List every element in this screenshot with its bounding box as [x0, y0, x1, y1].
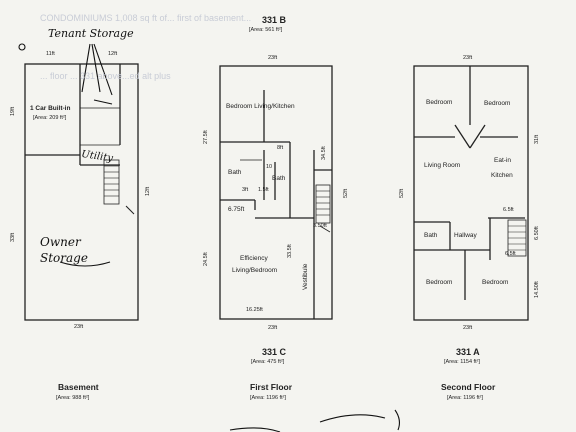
second-dim-top: 23ft — [463, 55, 473, 61]
room-hallway: Hallway — [454, 232, 477, 239]
unit-b-area: [Area: 561 ft²] — [249, 27, 283, 33]
first-floor-label: First Floor — [250, 382, 293, 392]
unit-a-area: [Area: 1154 ft²] — [444, 359, 480, 365]
unit-b-title: 331 B — [262, 15, 287, 25]
stair-dim-v: 33.5ft — [287, 244, 293, 258]
basement-dim-top-left: 11ft — [46, 51, 55, 57]
garage-label: 1 Car Built-in — [30, 105, 71, 112]
basement-dim-left-upper: 19ft — [10, 106, 16, 116]
room-bedroom-2: Bedroom — [484, 100, 511, 107]
room-bedroom-3: Bedroom — [426, 279, 453, 286]
first-floor-area: [Area: 1196 ft²] — [250, 395, 286, 401]
room-bedroom-1: Bedroom — [426, 99, 453, 106]
first-dim-bottom-inner: 16.25ft — [246, 307, 263, 313]
second-dim-right-mid: 6.50ft — [534, 226, 540, 240]
handwritten-storage: Storage — [40, 251, 88, 265]
rooms-bedroom-living: Bedroom Living/Kitchen — [226, 103, 295, 110]
second-dim-bottom: 23ft — [463, 325, 473, 331]
second-floor-area: [Area: 1196 ft²] — [447, 395, 483, 401]
bath-dim-right: 1.5ft — [258, 187, 269, 193]
efficiency-label: Efficiency — [240, 255, 268, 262]
handwritten-owner: Owner — [40, 235, 81, 249]
first-dim-left-upper: 27.5ft — [203, 130, 209, 144]
bath-num: 10 — [266, 164, 273, 170]
second-dim-left: 52ft — [399, 188, 405, 198]
efficiency-living-label: Living/Bedroom — [232, 267, 278, 274]
bath-2-label: Bath — [272, 175, 286, 182]
room-living: Living Room — [424, 162, 461, 169]
first-floor-outline — [219, 65, 333, 320]
vestibule-label: Vestibule — [302, 263, 309, 290]
unit-a-title: 331 A — [456, 347, 480, 357]
basement-outline — [24, 63, 139, 321]
ghost-line-2: ... floor ... 331 above...ed alt plus — [40, 71, 171, 81]
basement-dim-right: 12ft — [145, 186, 151, 196]
basement-dim-left-lower: 33ft — [10, 232, 16, 242]
basement-dim-bottom: 23ft — [74, 324, 84, 330]
garage-area: [Area: 209 ft²] — [33, 115, 67, 121]
closet-dim: 6.75ft — [228, 206, 245, 213]
room-kitchen: Kitchen — [491, 172, 513, 179]
first-dim-right-upper: 34.5ft — [321, 146, 327, 160]
basement-floor-label: Basement — [58, 382, 99, 392]
room-bath: Bath — [424, 232, 438, 239]
second-dim-stair: 6.5ft — [503, 207, 514, 213]
first-dim-bottom: 23ft — [268, 325, 278, 331]
first-dim-top: 23ft — [268, 55, 278, 61]
second-floor-outline — [413, 65, 529, 321]
first-dim-left-lower: 24.5ft — [203, 252, 209, 266]
second-floor-label: Second Floor — [441, 382, 496, 392]
ghost-line-1: CONDOMINIUMS 1,008 sq ft of... first of … — [40, 13, 252, 23]
bath-1-label: Bath — [228, 169, 242, 176]
basement-floor-area: [Area: 988 ft²] — [56, 395, 90, 401]
first-dim-right-mid: 52ft — [343, 188, 349, 198]
second-dim-right-upper: 31ft — [534, 134, 540, 144]
basement-dim-top-right: 12ft — [108, 51, 118, 57]
room-eatin: Eat-in — [494, 157, 511, 164]
bath-dim-left: 3ft — [242, 187, 249, 193]
unit-c-title: 331 C — [262, 347, 287, 357]
second-dim-small: 6.5ft — [505, 251, 516, 257]
unit-c-area: [Area: 475 ft²] — [251, 359, 285, 365]
room-bedroom-4: Bedroom — [482, 279, 509, 286]
second-dim-right-lower: 14.50ft — [534, 281, 540, 298]
bath-dim-top: 8ft — [277, 145, 284, 151]
stair-dim-h: 3.50ft — [313, 223, 327, 229]
handwritten-tenant-storage: Tenant Storage — [48, 27, 134, 40]
